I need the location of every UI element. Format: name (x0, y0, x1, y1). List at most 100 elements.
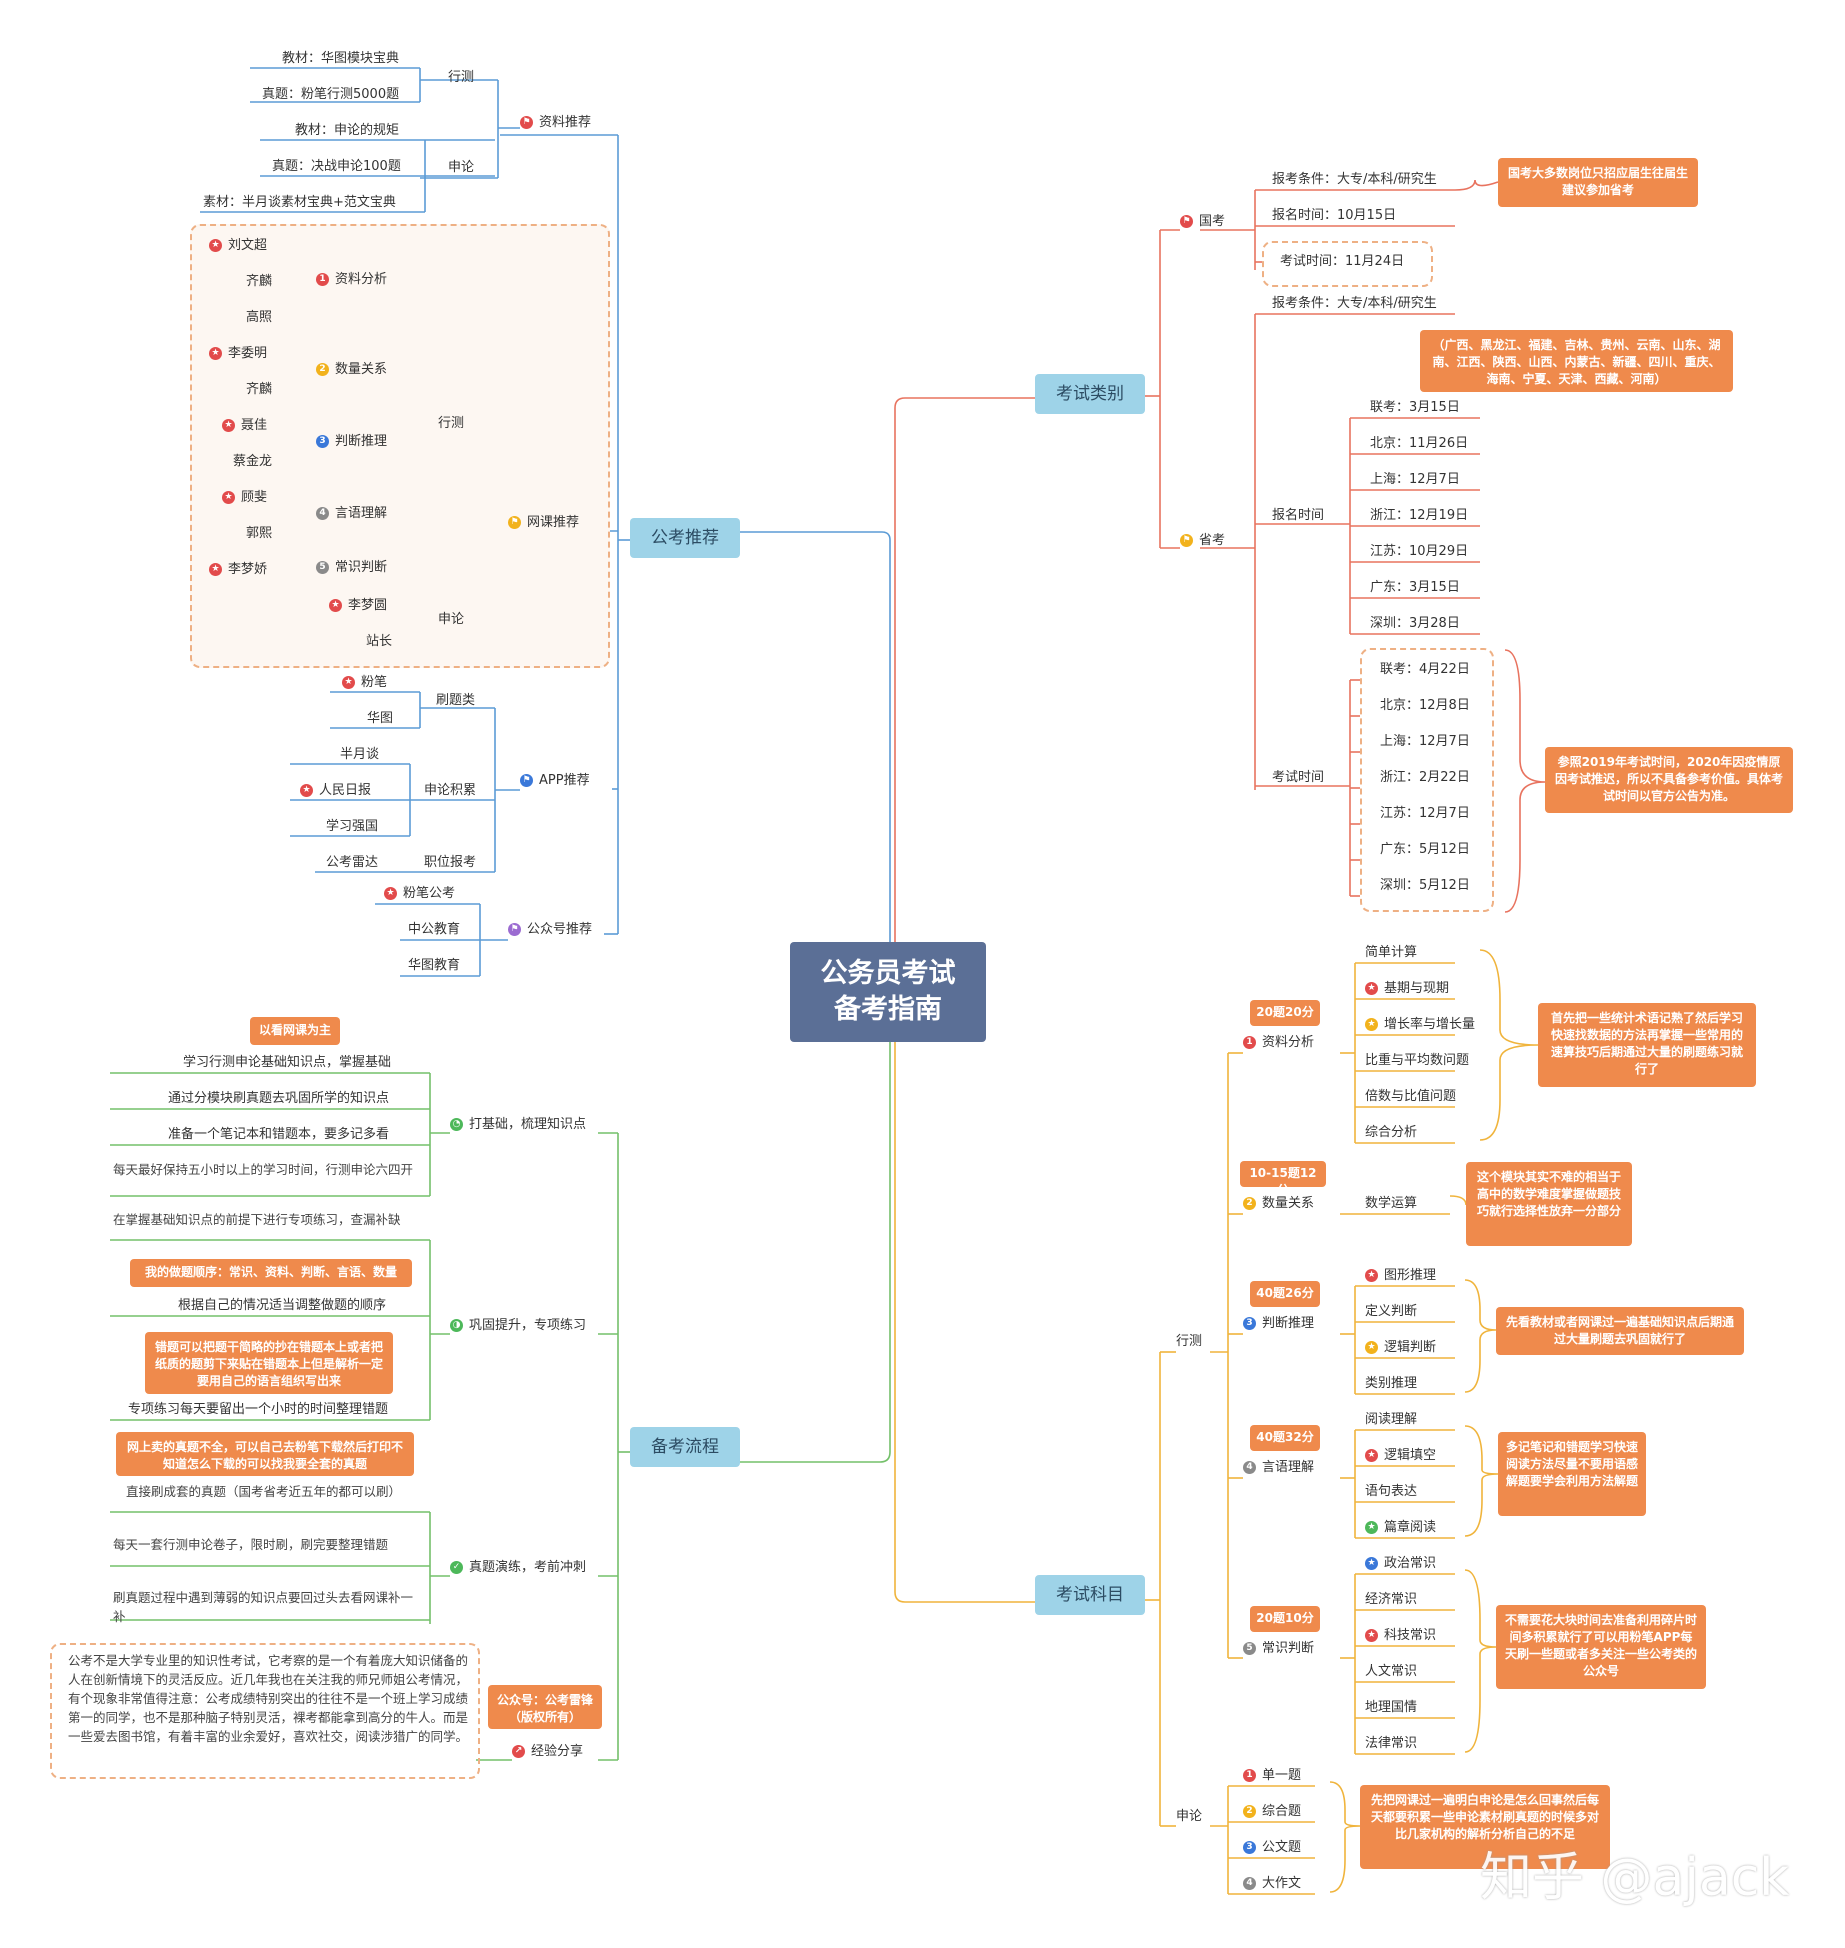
teacher-gufei[interactable]: ★顾斐 (222, 490, 267, 506)
teacher-caijinlong[interactable]: 蔡金龙 (233, 454, 273, 469)
teacher-qilin-2[interactable]: 齐麟 (246, 382, 273, 397)
gk-kssj[interactable]: 考试时间：11月24日 (1280, 254, 1405, 269)
ks-6[interactable]: 深圳：5月12日 (1380, 878, 1470, 893)
node-wk-xc[interactable]: 行测 (438, 416, 465, 431)
node-gk[interactable]: ⚑国考 (1180, 214, 1225, 230)
ks-2[interactable]: 上海：12月7日 (1380, 734, 1470, 749)
djc-item-2[interactable]: 准备一个笔记本和错题本，要多记多看 (168, 1127, 390, 1142)
zlfx-4[interactable]: 倍数与比值问题 (1365, 1089, 1457, 1104)
zt-item-0[interactable]: 直接刷成套的真题（国考省考近五年的都可以刷） (126, 1484, 402, 1499)
leaf-sl-1[interactable]: 真题：决战申论100题 (272, 159, 401, 174)
bm-1[interactable]: 北京：11月26日 (1370, 436, 1469, 451)
cspd-3[interactable]: 人文常识 (1365, 1664, 1418, 1679)
sk-kssj[interactable]: 考试时间 (1272, 770, 1325, 785)
leaf-xc-0[interactable]: 教材：华图模块宝典 (282, 51, 400, 66)
pdtl-2[interactable]: ★逻辑判断 (1365, 1340, 1436, 1356)
djc-item-0[interactable]: 学习行测申论基础知识点，掌握基础 (183, 1055, 392, 1070)
pdtl-0[interactable]: ★图形推理 (1365, 1268, 1436, 1284)
topic-gktj[interactable]: 公考推荐 (630, 518, 740, 558)
gg-item-2[interactable]: 专项练习每天要留出一个小时的时间整理错题 (128, 1402, 389, 1417)
node-djc[interactable]: ◔打基础，梳理知识点 (450, 1117, 586, 1133)
node-zltj-sl[interactable]: 申论 (448, 160, 475, 175)
teacher-lixiuming[interactable]: ★李委明 (209, 346, 267, 362)
app-fenbi[interactable]: ★粉笔 (342, 675, 387, 691)
cspd-5[interactable]: 法律常识 (1365, 1736, 1418, 1751)
ks-3[interactable]: 浙江：2月22日 (1380, 770, 1470, 785)
leaf-sl-0[interactable]: 教材：申论的规矩 (295, 123, 400, 138)
bm-3[interactable]: 浙江：12月19日 (1370, 508, 1469, 523)
cspd-1[interactable]: 经济常识 (1365, 1592, 1418, 1607)
zlfx-1[interactable]: ★基期与现期 (1365, 981, 1449, 997)
zlfx-2[interactable]: ★增长率与增长量 (1365, 1017, 1475, 1033)
pdtl-1[interactable]: 定义判断 (1365, 1304, 1418, 1319)
app-rmrb[interactable]: ★人民日报 (300, 783, 371, 799)
yyll-3[interactable]: ★篇章阅读 (1365, 1520, 1436, 1536)
teacher-qilin-1[interactable]: 齐麟 (246, 274, 273, 289)
yyll-2[interactable]: 语句表达 (1365, 1484, 1418, 1499)
teacher-niejia[interactable]: ★聂佳 (222, 418, 267, 434)
node-gg[interactable]: ◑巩固提升，专项练习 (450, 1318, 586, 1334)
topic-bklc[interactable]: 备考流程 (630, 1427, 740, 1467)
teacher-limengjiao[interactable]: ★李梦娇 (209, 562, 267, 578)
teacher-limengyuan[interactable]: ★李梦圆 (329, 598, 387, 614)
node-sht[interactable]: 刷题类 (436, 693, 476, 708)
kskm-sl[interactable]: 申论 (1176, 1809, 1203, 1824)
teacher-zhanzhang[interactable]: 站长 (366, 634, 393, 649)
leaf-sl-2[interactable]: 素材：半月谈素材宝典+范文宝典 (203, 195, 396, 210)
bm-6[interactable]: 深圳：3月28日 (1370, 616, 1460, 631)
bm-0[interactable]: 联考：3月15日 (1370, 400, 1460, 415)
bm-4[interactable]: 江苏：10月29日 (1370, 544, 1469, 559)
app-huatu[interactable]: 华图 (367, 711, 394, 726)
cspd-0[interactable]: ★政治常识 (1365, 1556, 1436, 1572)
wechat-fbgk[interactable]: ★粉笔公考 (384, 886, 455, 902)
node-sljl[interactable]: 申论积累 (424, 783, 477, 798)
ks-4[interactable]: 江苏：12月7日 (1380, 806, 1470, 821)
topic-kslb[interactable]: 考试类别 (1035, 374, 1145, 414)
wechat-htjy[interactable]: 华图教育 (408, 958, 461, 973)
zt-item-1[interactable]: 每天一套行测申论卷子，限时刷，刷完要整理错题 (113, 1537, 389, 1552)
node-zt[interactable]: ✓真题演练，考前冲刺 (450, 1560, 586, 1576)
node-wk-sl[interactable]: 申论 (438, 612, 465, 627)
zlfx-5[interactable]: 综合分析 (1365, 1125, 1418, 1140)
bm-2[interactable]: 上海：12月7日 (1370, 472, 1460, 487)
node-zwbk[interactable]: 职位报考 (424, 855, 477, 870)
gg-item-0[interactable]: 在掌握基础知识点的前提下进行专项练习，查漏补缺 (113, 1212, 401, 1227)
teacher-liuwenchao[interactable]: ★刘文超 (209, 238, 267, 254)
node-gzhtj[interactable]: ⚑公众号推荐 (508, 922, 592, 938)
leaf-xc-1[interactable]: 真题：粉笔行测5000题 (262, 87, 400, 102)
slgx-0[interactable]: 数学运算 (1365, 1196, 1418, 1211)
node-zltj[interactable]: ⚑资料推荐 (520, 115, 591, 131)
node-wktj[interactable]: ⚑网课推荐 (508, 515, 579, 531)
node-jyfx[interactable]: ↗经验分享 (512, 1744, 583, 1760)
zlfx-0[interactable]: 简单计算 (1365, 945, 1418, 960)
sk-bmsj[interactable]: 报名时间 (1272, 508, 1325, 523)
gg-item-1[interactable]: 根据自己的情况适当调整做题的顺序 (178, 1298, 387, 1313)
ks-5[interactable]: 广东：5月12日 (1380, 842, 1470, 857)
zlfx-3[interactable]: 比重与平均数问题 (1365, 1053, 1470, 1068)
sk-tj[interactable]: 报考条件：大专/本科/研究生 (1272, 296, 1437, 311)
yyll-1[interactable]: ★逻辑填空 (1365, 1448, 1436, 1464)
yyll-0[interactable]: 阅读理解 (1365, 1412, 1418, 1427)
pdtl-3[interactable]: 类别推理 (1365, 1376, 1418, 1391)
cspd-2[interactable]: ★科技常识 (1365, 1628, 1436, 1644)
ks-1[interactable]: 北京：12月8日 (1380, 698, 1470, 713)
node-zltj-xc[interactable]: 行测 (448, 70, 475, 85)
node-sk[interactable]: ⚑省考 (1180, 533, 1225, 549)
bm-5[interactable]: 广东：3月15日 (1370, 580, 1460, 595)
gk-bmsj[interactable]: 报名时间：10月15日 (1272, 208, 1397, 223)
teacher-guoxi[interactable]: 郭熙 (246, 526, 273, 541)
kskm-xc[interactable]: 行测 (1176, 1334, 1203, 1349)
djc-item-1[interactable]: 通过分模块刷真题去巩固所学的知识点 (168, 1091, 390, 1106)
